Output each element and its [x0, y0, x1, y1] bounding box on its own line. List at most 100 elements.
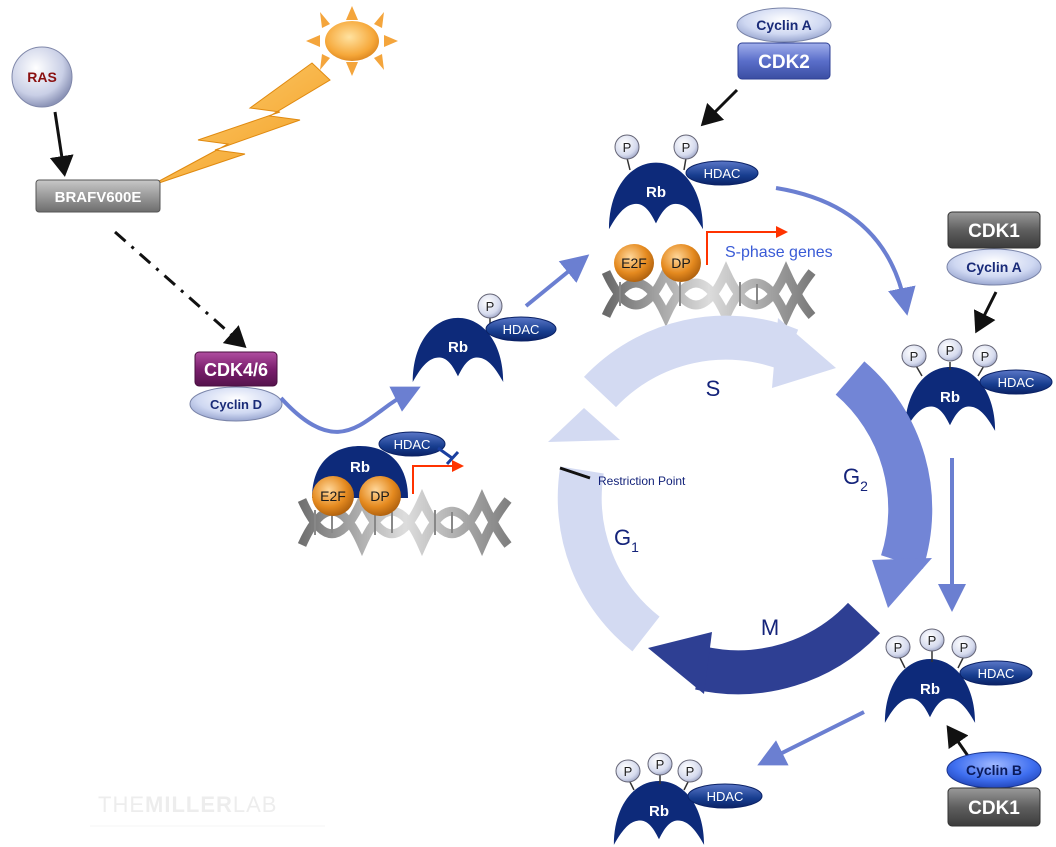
- dna-g1: [297, 488, 512, 557]
- free-e2f-dp: E2F DP S-phase genes: [614, 226, 833, 282]
- s-phase-label: S: [706, 376, 721, 401]
- dp-label: DP: [370, 488, 389, 504]
- p-label: P: [682, 140, 691, 155]
- hdac-icon: [687, 783, 763, 809]
- hdac-icon: [485, 316, 557, 342]
- phosphate-icon: [673, 134, 699, 160]
- phosphate-icon: [937, 338, 963, 362]
- cdk46-label: CDK4/6: [204, 360, 268, 380]
- rb-diphosphorylated: Rb P P HDAC: [608, 134, 759, 230]
- m-segment: [695, 602, 880, 695]
- rb-label: Rb: [920, 681, 940, 698]
- rb2p-to-rb3p-arrow: [775, 186, 916, 316]
- cyclin-a-label: Cyclin A: [966, 259, 1022, 275]
- dp-label: DP: [671, 255, 690, 271]
- ras-label: RAS: [27, 69, 57, 85]
- cdk2-label: CDK2: [758, 52, 810, 73]
- hdac-label: HDAC: [394, 437, 431, 452]
- p-label: P: [686, 764, 695, 779]
- cdk1-cyclin-b-complex: Cyclin B CDK1: [946, 751, 1042, 827]
- rb-label: Rb: [646, 184, 666, 201]
- p-label: P: [624, 764, 633, 779]
- active-promoter-arrow: [706, 226, 788, 265]
- ras-to-braf-arrow: [49, 111, 74, 177]
- phosphate-icon: [647, 752, 673, 776]
- phosphate-icon: [919, 628, 945, 652]
- hdac-icon: [979, 369, 1053, 395]
- rb-triphosphorylated-m: Rb P P P HDAC: [884, 628, 1033, 723]
- braf-label: BRAFV600E: [55, 189, 142, 206]
- phosphate-icon: [677, 759, 703, 783]
- s-phase-genes-label: S-phase genes: [725, 244, 833, 261]
- cdk2-to-rb-arrow: [700, 88, 739, 127]
- s-arrowhead: [772, 318, 836, 388]
- repressed-promoter-arrow: [412, 460, 464, 494]
- hdac-icon: [959, 660, 1033, 686]
- svg-text:THEMILLERLAB: THEMILLERLAB: [98, 792, 277, 817]
- g2-phase-label: G2: [843, 464, 868, 494]
- cdk2-cyclin-a-complex: Cyclin A CDK2: [736, 7, 832, 80]
- hdac-label: HDAC: [978, 666, 1015, 681]
- cyclin-d-label: Cyclin D: [210, 397, 262, 412]
- p-label: P: [894, 640, 903, 655]
- g1-phase-label: G1: [614, 525, 639, 555]
- phosphate-icon: [901, 344, 927, 368]
- cdk1-label: CDK1: [968, 798, 1020, 819]
- hdac-label: HDAC: [998, 375, 1035, 390]
- lightning-bolt-icon: [149, 62, 331, 187]
- hdac-label: HDAC: [704, 166, 741, 181]
- m-phase-label: M: [761, 615, 779, 640]
- dp-protein: [661, 244, 701, 282]
- phosphate-icon: [614, 134, 640, 160]
- watermark-logo: THEMILLERLAB: [90, 792, 325, 827]
- cdk1a-to-rb-arrow: [973, 291, 998, 334]
- cyclin-a-label: Cyclin A: [756, 17, 812, 33]
- rb-triphosphorylated-released: Rb P P P HDAC: [613, 752, 763, 845]
- e2f-label: E2F: [320, 488, 346, 504]
- p-label: P: [623, 140, 632, 155]
- braf-node: BRAFV600E: [35, 179, 161, 213]
- phosphate-icon: [477, 293, 503, 319]
- cdk46-cyclin-d-complex: CDK4/6 Cyclin D: [189, 351, 283, 422]
- m-arrowhead: [648, 632, 712, 694]
- phosphate-icon: [885, 635, 911, 659]
- rb-triphosphorylated-g2: Rb P P P HDAC: [901, 338, 1053, 431]
- rb-label: Rb: [350, 459, 370, 476]
- rb-label: Rb: [940, 389, 960, 406]
- rb1p-to-rb2p-arrow: [524, 254, 590, 308]
- sun-icon: [306, 6, 398, 76]
- rb-monophosphorylated: Rb P HDAC: [412, 293, 557, 382]
- rb-label: Rb: [448, 339, 468, 356]
- p-label: P: [981, 349, 990, 364]
- phosphate-icon: [951, 635, 977, 659]
- phosphate-icon: [972, 344, 998, 368]
- g1-segment: [557, 466, 660, 652]
- cdk1b-to-rb-arrow: [946, 725, 970, 757]
- restriction-point-label: Restriction Point: [598, 474, 686, 488]
- rb-label: Rb: [649, 803, 669, 820]
- dna-s-phase: [601, 261, 816, 327]
- p-label: P: [910, 349, 919, 364]
- restriction-point-marker: [559, 466, 591, 480]
- cyclin-b-label: Cyclin B: [966, 762, 1022, 778]
- braf-to-cdk46-arrow: [114, 230, 247, 348]
- cdk46-to-rb-arrow: [279, 386, 421, 434]
- s-segment: [584, 315, 799, 408]
- g1-arrowhead: [548, 408, 620, 442]
- rb-e2f-dp-complex: Rb E2F DP HDAC: [312, 431, 464, 516]
- p-label: P: [928, 633, 937, 648]
- cdk1-cyclin-a-complex: CDK1 Cyclin A: [946, 211, 1042, 286]
- cell-cycle-ring: Restriction Point S G2 G1 M: [548, 315, 933, 695]
- dp-protein: [359, 476, 401, 516]
- cdk1-label: CDK1: [968, 221, 1020, 242]
- hdac-icon: [685, 160, 759, 186]
- ras-node: RAS: [11, 46, 73, 108]
- rb3p-m-to-released-arrow: [757, 710, 865, 766]
- e2f-protein: [614, 244, 654, 282]
- hdac-g1: [378, 431, 446, 457]
- g2-arrowhead: [872, 558, 932, 608]
- e2f-label: E2F: [621, 255, 647, 271]
- hdac-label: HDAC: [707, 789, 744, 804]
- hdac-label: HDAC: [503, 322, 540, 337]
